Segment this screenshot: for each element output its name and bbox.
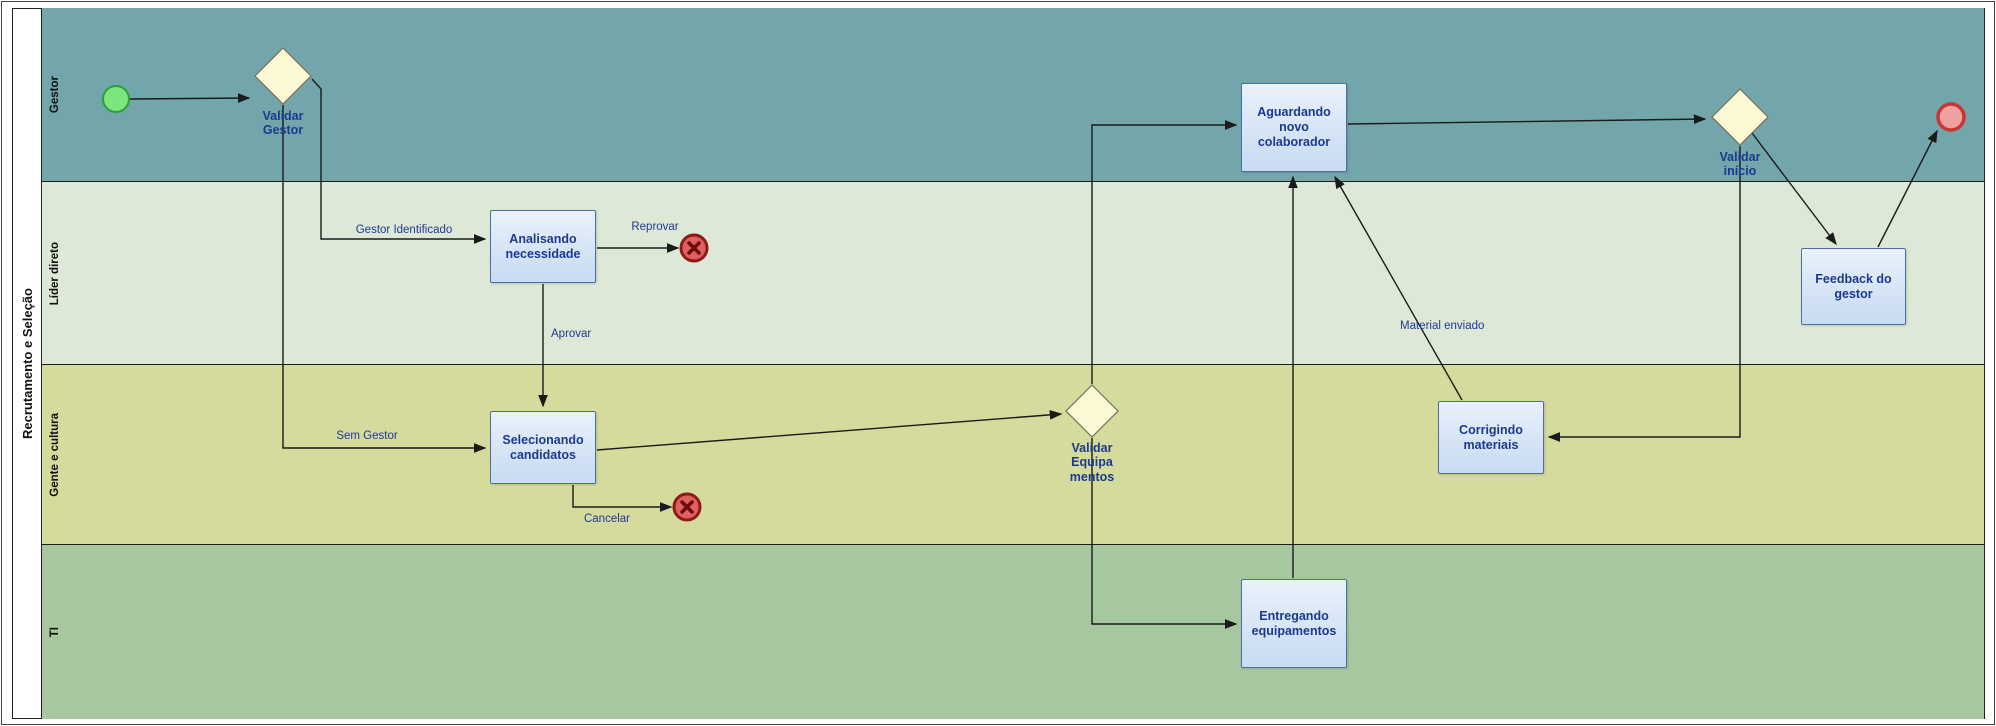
flow-label-aprovar: Aprovar	[551, 328, 592, 340]
flow-selecionando-to-validar-equipamentos	[596, 409, 1063, 451]
flow-feedback-to-end	[1877, 129, 1938, 248]
task-corrigindo-materiais[interactable]: Corrigindo materiais	[1438, 401, 1544, 474]
flow-validar-equipamentos-to-aguardando	[1091, 120, 1238, 384]
lane-gestor	[42, 8, 1984, 182]
gateway-validar-gestor[interactable]	[254, 47, 312, 105]
flow-label-reprovar: Reprovar	[631, 221, 679, 233]
task-entregando-equipamentos[interactable]: Entregando equipamentos	[1241, 579, 1347, 668]
cancel-end-event-cancelar[interactable]	[672, 492, 702, 522]
task-label: Selecionando candidatos	[502, 432, 584, 462]
task-label: Entregando equipamentos	[1251, 608, 1337, 638]
flow-validar-inicio-to-feedback	[1751, 132, 1837, 246]
flow-material-enviado	[1334, 175, 1463, 401]
lane-ti	[42, 545, 1984, 719]
task-label: Corrigindo materiais	[1459, 422, 1523, 452]
flow-start-to-validar-gestor	[128, 93, 251, 103]
task-selecionando-candidatos[interactable]: Selecionando candidatos	[490, 411, 596, 484]
flow-label-cancelar: Cancelar	[583, 513, 631, 525]
cancel-end-event-reprovar[interactable]	[679, 233, 709, 263]
flow-gestor-identificado	[311, 78, 487, 244]
flow-label-sem-gestor: Sem Gestor	[336, 430, 398, 442]
gateway-label-validar-equipamentos: Validar Equipa mentos	[1069, 441, 1115, 484]
gateway-validar-equipamentos[interactable]	[1065, 384, 1119, 438]
task-label: Analisando necessidade	[505, 231, 581, 261]
task-label: Feedback do gestor	[1815, 271, 1892, 301]
flow-sem-gestor	[282, 105, 487, 453]
flow-cancelar	[572, 485, 673, 512]
task-feedback-do-gestor[interactable]: Feedback do gestor	[1801, 248, 1906, 325]
start-event[interactable]	[102, 85, 130, 113]
cancel-x-icon	[680, 500, 694, 514]
flow-validar-equipamentos-to-entregando	[1091, 438, 1238, 629]
gateway-label-validar-gestor: Validar Gestor	[262, 109, 304, 138]
gateway-validar-inicio[interactable]	[1711, 88, 1769, 146]
lane-lider-direto	[42, 182, 1984, 365]
flow-label-gestor-identificado: Gestor Identificado	[355, 224, 453, 236]
end-event[interactable]	[1936, 102, 1966, 132]
flow-aguardando-to-validar-inicio	[1347, 114, 1707, 125]
cancel-x-icon	[687, 241, 701, 255]
task-label: Aguardando novo colaborador	[1257, 105, 1331, 149]
task-aguardando-novo-colaborador[interactable]: Aguardando novo colaborador	[1241, 83, 1347, 172]
gateway-label-validar-inicio: Validar início	[1719, 150, 1761, 179]
task-analisando-necessidade[interactable]: Analisando necessidade	[490, 210, 596, 283]
pool-title-strip: Recrutamento e Seleção	[13, 9, 42, 718]
flow-validar-inicio-to-corrigindo	[1547, 146, 1741, 442]
flow-label-material-enviado: Material enviado	[1400, 320, 1485, 332]
lane-gente-e-cultura	[42, 365, 1984, 545]
